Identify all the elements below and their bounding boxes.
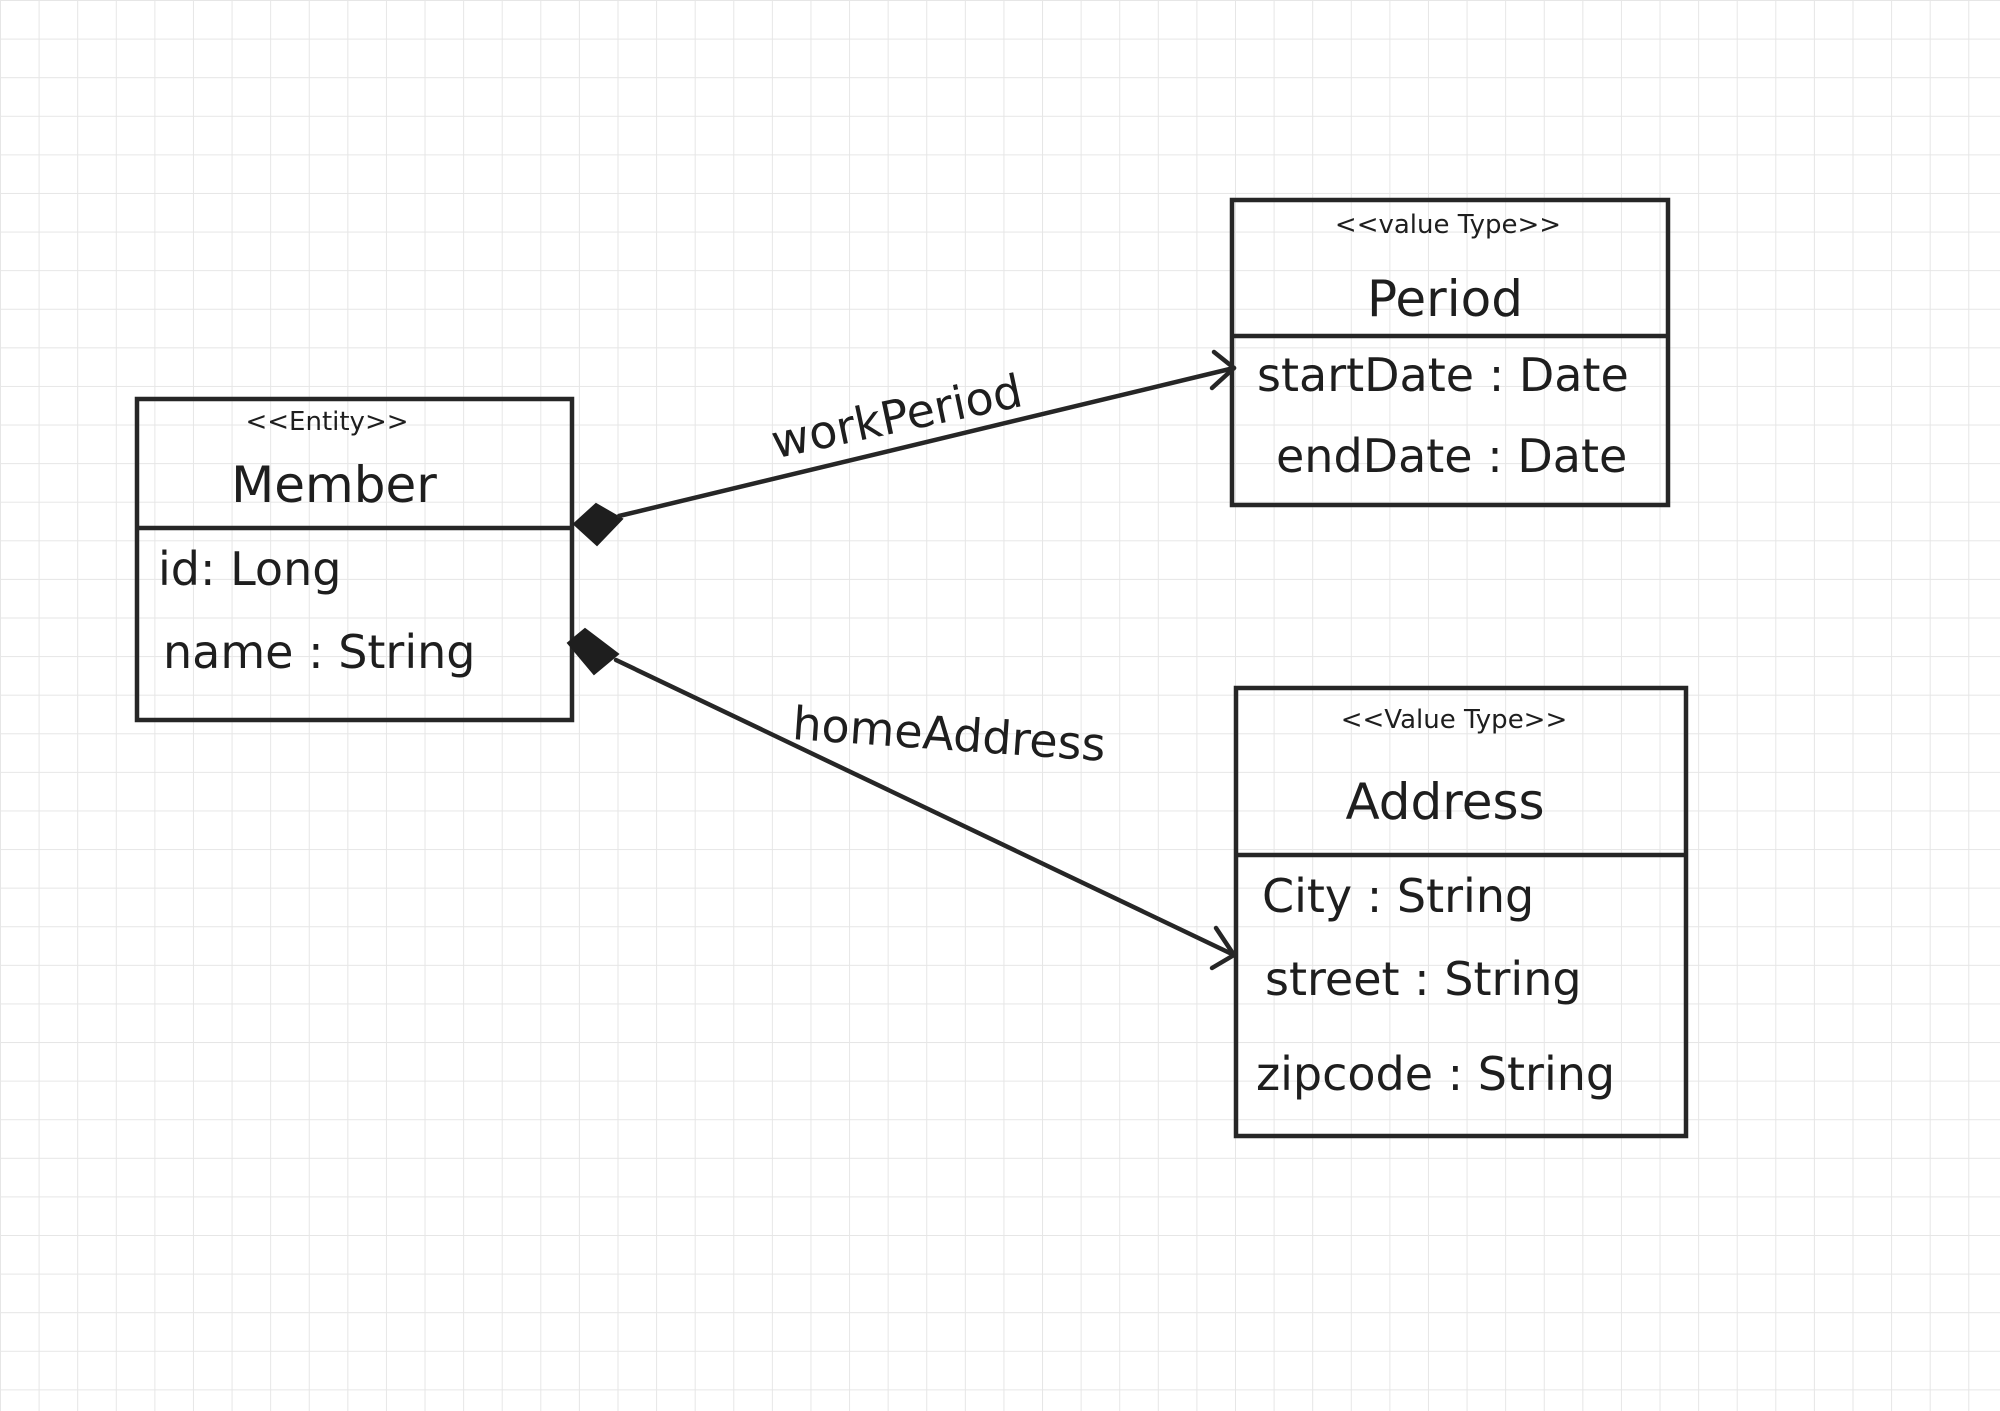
class-member-name: Member bbox=[231, 456, 437, 514]
class-address-attribute: City : String bbox=[1262, 869, 1534, 923]
class-address-attribute: street : String bbox=[1265, 952, 1582, 1006]
class-period-box bbox=[1229, 197, 1671, 508]
class-address-stereotype: <<Value Type>> bbox=[1341, 705, 1568, 735]
class-member[interactable]: <<Entity>> Member id: Long name : String bbox=[134, 396, 575, 723]
class-period-attribute: endDate : Date bbox=[1276, 429, 1627, 483]
class-member-attribute: name : String bbox=[163, 625, 475, 679]
association-work-period[interactable]: workPeriod bbox=[572, 349, 1237, 547]
association-home-address-line bbox=[613, 657, 1237, 958]
class-period-attribute: startDate : Date bbox=[1257, 348, 1629, 402]
association-home-address[interactable]: homeAddress bbox=[566, 627, 1237, 971]
association-home-address-label: homeAddress bbox=[791, 696, 1108, 772]
class-address-box bbox=[1233, 685, 1689, 1139]
composition-diamond-icon bbox=[572, 502, 624, 547]
arrow-head-icon bbox=[1209, 349, 1237, 391]
class-period-name: Period bbox=[1367, 270, 1523, 328]
class-period[interactable]: <<value Type>> Period startDate : Date e… bbox=[1229, 197, 1671, 508]
class-address-name: Address bbox=[1345, 773, 1544, 831]
class-address[interactable]: <<Value Type>> Address City : String str… bbox=[1233, 685, 1689, 1139]
class-period-stereotype: <<value Type>> bbox=[1335, 210, 1561, 240]
class-address-attribute: zipcode : String bbox=[1256, 1047, 1615, 1101]
association-work-period-label: workPeriod bbox=[766, 363, 1026, 469]
arrow-head-icon bbox=[1209, 925, 1237, 971]
association-work-period-line bbox=[616, 365, 1237, 519]
class-member-attribute: id: Long bbox=[158, 542, 341, 596]
composition-diamond-icon bbox=[566, 627, 620, 676]
class-member-stereotype: <<Entity>> bbox=[245, 407, 408, 437]
class-member-box bbox=[134, 396, 575, 723]
